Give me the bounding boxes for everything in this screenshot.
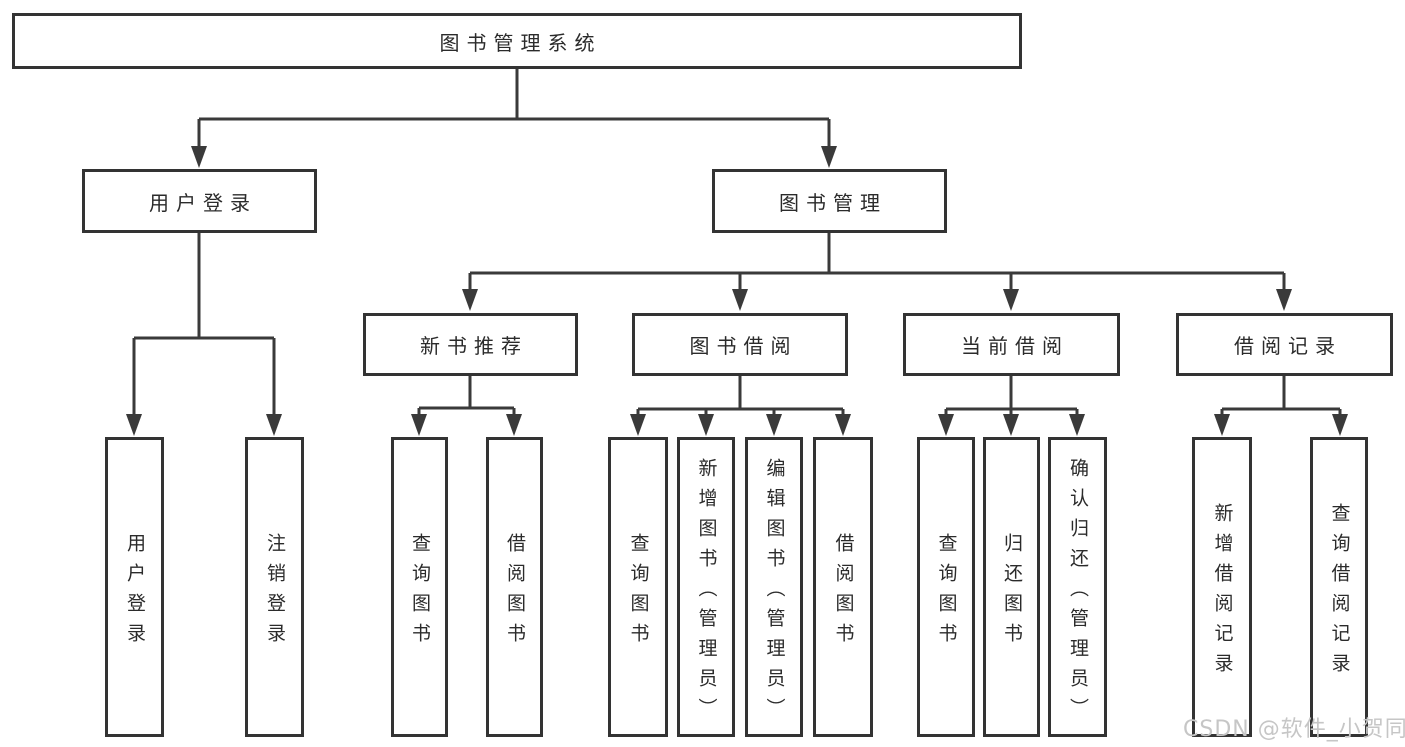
leaf-borrow-query-books: 查询图书 [608, 437, 668, 737]
leaf-borrow-borrow-books-label: 借阅图书 [832, 532, 855, 653]
leaf-current-query-books: 查询图书 [917, 437, 975, 737]
leaf-current-confirm-return: 确认归还（管理员） [1048, 437, 1107, 737]
node-user-login-label: 用户登录 [149, 190, 257, 215]
node-borrow-records-label: 借阅记录 [1234, 334, 1342, 358]
leaf-current-return-books-label: 归还图书 [1001, 532, 1023, 653]
csdn-watermark: CSDN @软件_小贺同学 [1183, 717, 1405, 742]
leaf-borrow-edit-books: 编辑图书（管理员） [745, 437, 803, 737]
leaf-recommend-borrow-books: 借阅图书 [486, 437, 543, 737]
leaf-recommend-query-books-label: 查询图书 [409, 532, 431, 653]
leaf-current-confirm-return-label: 确认归还（管理员） [1067, 457, 1089, 728]
node-root-label: 图书管理系统 [439, 30, 602, 55]
leaf-records-query-record: 查询借阅记录 [1310, 437, 1368, 737]
leaf-records-query-record-label: 查询借阅记录 [1328, 502, 1351, 683]
node-book-borrow-label: 图书借阅 [689, 334, 798, 358]
leaf-logout-label: 注销登录 [264, 532, 286, 653]
leaf-records-add-record-label: 新增借阅记录 [1211, 502, 1234, 683]
leaf-borrow-add-books: 新增图书（管理员） [677, 437, 735, 737]
leaf-current-return-books: 归还图书 [983, 437, 1040, 737]
leaf-borrow-edit-books-label: 编辑图书（管理员） [763, 457, 786, 728]
node-book-management: 图书管理 [712, 169, 947, 233]
leaf-recommend-borrow-books-label: 借阅图书 [504, 532, 526, 653]
leaf-logout: 注销登录 [245, 437, 304, 737]
node-new-book-recommend: 新书推荐 [363, 313, 578, 376]
node-current-borrow: 当前借阅 [903, 313, 1120, 376]
leaf-current-query-books-label: 查询图书 [935, 532, 958, 653]
node-root: 图书管理系统 [12, 13, 1022, 69]
leaf-recommend-query-books: 查询图书 [391, 437, 448, 737]
node-user-login: 用户登录 [82, 169, 317, 233]
leaf-borrow-query-books-label: 查询图书 [627, 532, 650, 653]
leaf-records-add-record: 新增借阅记录 [1192, 437, 1252, 737]
node-book-borrow: 图书借阅 [632, 313, 848, 376]
node-current-borrow-label: 当前借阅 [961, 334, 1069, 358]
leaf-borrow-add-books-label: 新增图书（管理员） [695, 457, 718, 728]
node-borrow-records: 借阅记录 [1176, 313, 1393, 376]
leaf-borrow-borrow-books: 借阅图书 [813, 437, 873, 737]
leaf-user-login: 用户登录 [105, 437, 164, 737]
node-new-book-recommend-label: 新书推荐 [420, 334, 528, 358]
node-book-management-label: 图书管理 [779, 190, 887, 215]
leaf-user-login-label: 用户登录 [124, 532, 146, 653]
